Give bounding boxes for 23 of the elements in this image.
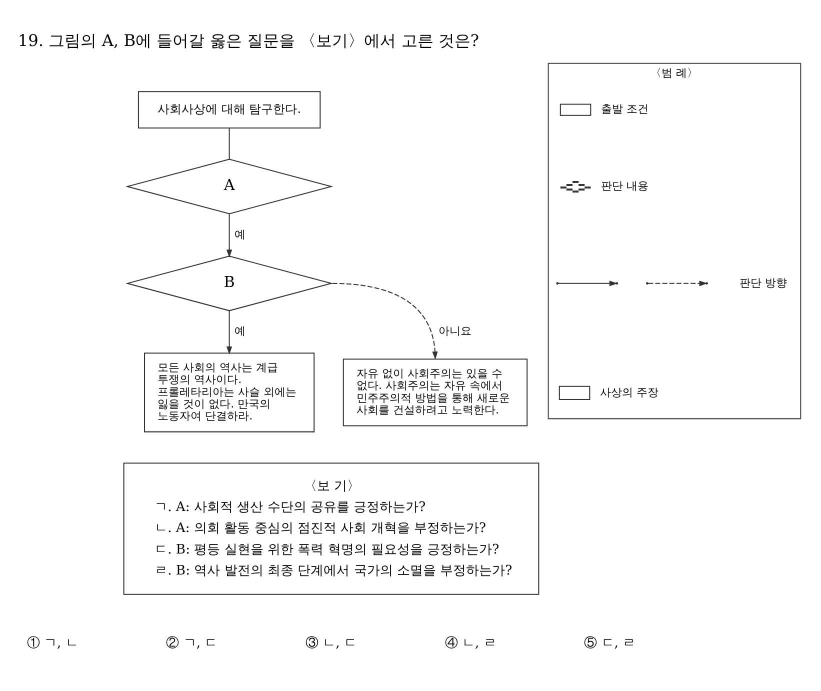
node-box: 사회사상에 대해 탐구한다. bbox=[138, 91, 321, 128]
label: ④ ㄴ, ㄹ bbox=[444, 636, 496, 652]
label: ③ ㄴ, ㄷ bbox=[306, 636, 358, 652]
edge-label: 예 bbox=[234, 324, 246, 338]
edge-label: 아니요 bbox=[438, 324, 472, 338]
connector bbox=[228, 128, 230, 160]
legend-label: 사상의 주장 bbox=[600, 386, 658, 399]
node-diamond: B bbox=[125, 256, 334, 312]
arrow bbox=[226, 214, 232, 258]
node-box: 모든 사회의 역사는 계급 투쟁의 역사이다. 프롤레타리아는 사슬 외에는 잃을 것이 없다. 만국의 노동자여 단결하라. bbox=[144, 352, 315, 432]
label: ⑤ ㄷ, ㄹ bbox=[584, 636, 636, 652]
node-diamond: A bbox=[125, 158, 334, 214]
edge-label: 예 bbox=[234, 228, 246, 241]
node-box: 〈보 기〉 ㄱ. A: 사회적 생산 수단의 공유를 긍정하는가? ㄴ. A: 의회 활동 중심의 점진적 사회 개혁을 부정하는가? ㄷ. B: 평등 실현을 위한 폭력 혁명의 필요성을 긍정하는가? ㄹ. B: 역사 발전의 최종 단계에서 국가의 소멸을 부정하는가? bbox=[123, 462, 540, 595]
legend-label: 출발 조건 bbox=[600, 102, 648, 116]
label: ① ㄱ, ㄴ bbox=[26, 636, 78, 652]
label: ② ㄱ, ㄷ bbox=[166, 636, 218, 652]
arrow bbox=[332, 282, 438, 360]
diagram-title: 19. 그림의 A, B에 들어갈 옳은 질문을 〈보기〉에서 고른 것은? bbox=[18, 30, 480, 50]
legend-label: 판단 내용 bbox=[600, 179, 648, 192]
legend-label: 판단 방향 bbox=[740, 276, 788, 290]
arrow bbox=[226, 310, 232, 355]
node-box: 자유 없이 사회주의는 있을 수 없다. 사회주의는 자유 속에서 민주주의적 방법을 통해 새로운 사회를 건설하려고 노력한다. bbox=[342, 358, 528, 426]
